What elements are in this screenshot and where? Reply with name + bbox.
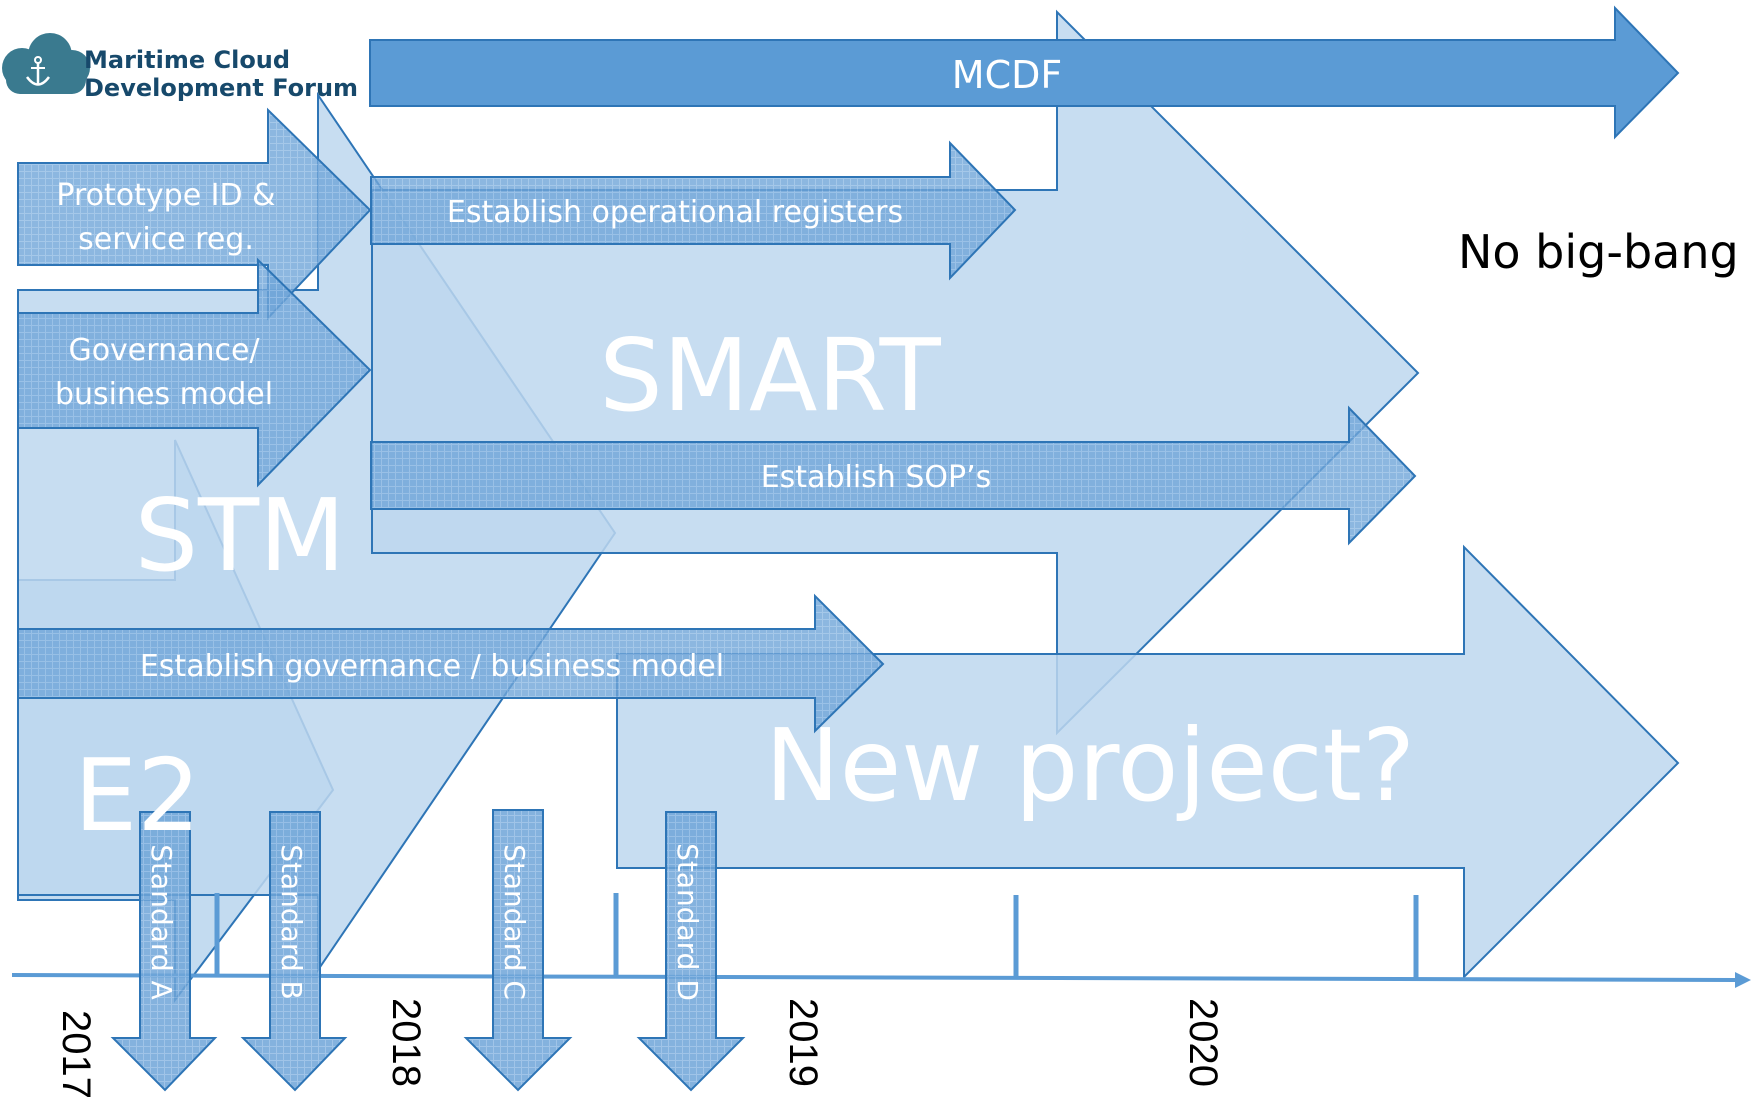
stm-label: STM <box>135 477 346 594</box>
side-note: No big-bang <box>1458 225 1739 279</box>
year-2020: 2020 <box>1181 998 1225 1087</box>
e2-label: E2 <box>74 737 201 854</box>
timeline-arrowhead <box>1735 972 1751 988</box>
standard-d-label: Standard D <box>671 843 704 1001</box>
gov-model-label: Establish governance / business model <box>140 649 724 684</box>
year-2017: 2017 <box>54 1010 98 1099</box>
registers-label: Establish operational registers <box>447 195 903 230</box>
standard-b-arrow <box>240 811 348 1092</box>
prototype-label-line2: service reg. <box>78 222 254 257</box>
governance-label-line2: busines model <box>55 377 273 412</box>
sops-label: Establish SOP’s <box>761 460 992 495</box>
cloud-anchor-icon <box>2 33 90 94</box>
logo-line1: Maritime Cloud <box>84 46 290 74</box>
registers-arrow <box>370 140 1017 281</box>
sops-arrow <box>370 405 1417 546</box>
new-project-arrow <box>616 544 1680 980</box>
standard-a-arrow <box>110 811 218 1092</box>
new-project-label: New project? <box>765 707 1415 824</box>
year-2018: 2018 <box>384 998 428 1087</box>
governance-arrow <box>17 257 372 488</box>
mcdf-label: MCDF <box>952 53 1062 97</box>
standard-c-label: Standard C <box>498 844 531 1000</box>
standard-b-label: Standard B <box>275 844 308 1000</box>
mcdf-arrow <box>369 5 1680 140</box>
governance-label-line1: Governance/ <box>68 333 260 368</box>
year-2019: 2019 <box>781 998 825 1087</box>
logo-line2: Development Forum <box>84 74 358 102</box>
standard-a-label: Standard A <box>145 844 178 999</box>
prototype-label-line1: Prototype ID & <box>56 178 275 213</box>
standard-d-arrow <box>636 811 746 1092</box>
standard-c-arrow <box>463 809 573 1092</box>
gov-model-arrow <box>17 593 885 734</box>
prototype-arrow <box>17 107 372 321</box>
smart-label: SMART <box>599 317 941 434</box>
